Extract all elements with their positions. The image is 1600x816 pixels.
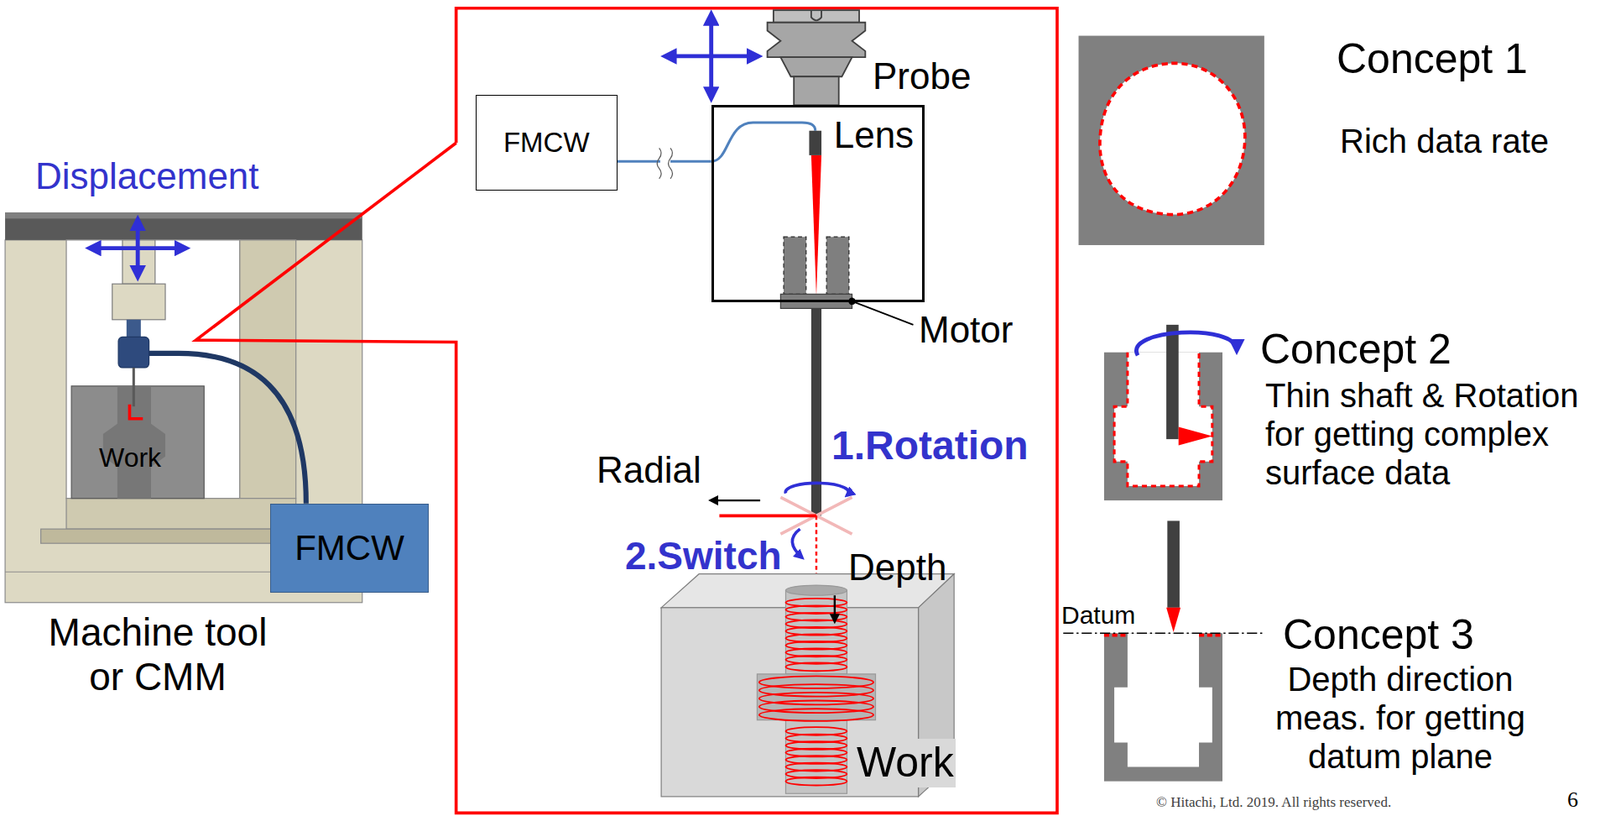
concept-note: Thin shaft & Rotation for getting comple… xyxy=(1265,375,1593,492)
probe-internals xyxy=(808,130,822,156)
concept-figure xyxy=(1104,352,1223,501)
analyzer-box: FMCW xyxy=(475,94,618,191)
displacement-arrows xyxy=(708,14,714,99)
probe-housing: Lens xyxy=(711,104,925,303)
concept-figure xyxy=(1114,352,1213,486)
step-label: 1.Rotation xyxy=(831,422,1029,469)
concept-title: Concept 3 xyxy=(1282,610,1475,660)
machine-tool xyxy=(132,367,136,407)
concept-figure xyxy=(1166,607,1181,632)
concept-figure xyxy=(1104,632,1223,781)
node-text: Lens xyxy=(833,114,914,157)
concept-figure xyxy=(1063,36,1266,782)
concept-figure xyxy=(1178,427,1213,446)
beam-switch xyxy=(792,528,803,558)
machine-tool xyxy=(71,385,204,499)
probe-internals xyxy=(811,155,822,297)
concept-figure xyxy=(1063,632,1266,634)
tool-holder xyxy=(780,57,852,77)
zoom-panel xyxy=(196,8,1058,814)
concept-figure xyxy=(1114,632,1213,767)
concept-note: Depth direction meas. for getting datum … xyxy=(1232,659,1569,776)
concept-title: Concept 2 xyxy=(1260,325,1452,375)
part-label: Work xyxy=(99,442,162,474)
work-piece xyxy=(785,584,847,595)
zoom-panel xyxy=(196,8,1058,814)
direction-label: Radial xyxy=(596,448,702,492)
concept-figure xyxy=(1198,633,1223,637)
copyright-note: © Hitachi, Ltd. 2019. All rights reserve… xyxy=(1156,793,1392,811)
machine-tool xyxy=(129,404,143,419)
scan-coil xyxy=(785,776,847,786)
concept-figure xyxy=(1104,633,1128,637)
machine-tool xyxy=(66,239,240,499)
scan-coil xyxy=(759,708,874,721)
displacement-arrows xyxy=(135,219,141,277)
node-text: FMCW xyxy=(294,527,405,569)
work-piece xyxy=(756,673,876,720)
machine-tool xyxy=(5,212,363,240)
concept-figure xyxy=(1167,520,1180,607)
concept-figure xyxy=(1166,324,1179,439)
tool-holder xyxy=(767,10,866,105)
tool-holder xyxy=(811,10,822,21)
concept-title: Concept 1 xyxy=(1336,35,1528,84)
work-piece xyxy=(785,719,847,794)
cable-break xyxy=(668,147,673,178)
beam-switch xyxy=(785,482,849,496)
cable-break xyxy=(656,147,673,178)
tool-holder xyxy=(773,10,860,23)
part-label: Motor xyxy=(918,308,1013,352)
displacement-arrows xyxy=(665,14,759,99)
machine-tool xyxy=(118,336,149,367)
machine-tool xyxy=(126,319,141,339)
zoom-panel xyxy=(456,8,1058,814)
machine-tool xyxy=(112,283,166,320)
beam-switch xyxy=(711,499,761,501)
direction-label: Depth xyxy=(848,546,947,589)
machine-tool xyxy=(66,498,297,529)
probe-internals xyxy=(852,301,914,325)
work-piece xyxy=(833,594,836,621)
tool-holder xyxy=(767,22,866,58)
concept-figure xyxy=(1099,62,1246,214)
concept-figure xyxy=(1136,332,1237,355)
part-label: Probe xyxy=(872,55,971,99)
machine-tool xyxy=(5,212,363,219)
work-piece xyxy=(785,589,847,674)
displacement-arrows xyxy=(89,219,186,277)
probe-internals xyxy=(811,307,822,516)
concept-figure xyxy=(1078,36,1265,245)
axis-label: Displacement xyxy=(35,155,260,199)
caption-text: Machine tool or CMM xyxy=(31,609,284,699)
probe-internals xyxy=(783,236,807,294)
cable-break xyxy=(656,147,662,178)
probe-internals xyxy=(826,236,850,294)
datum-label: Datum xyxy=(1061,600,1136,631)
analyzer-box: FMCW xyxy=(270,503,429,593)
step-label: 2.Switch xyxy=(625,533,782,579)
part-label: Work xyxy=(854,738,956,787)
concept-figure xyxy=(1114,352,1213,486)
probe-internals xyxy=(711,122,816,162)
page-number: 6 xyxy=(1567,786,1579,813)
scan-coil xyxy=(785,662,847,672)
tool-holder xyxy=(793,76,840,105)
node-text: FMCW xyxy=(503,126,590,159)
beam-switch xyxy=(719,514,817,518)
concept-note: Rich data rate xyxy=(1339,121,1549,161)
